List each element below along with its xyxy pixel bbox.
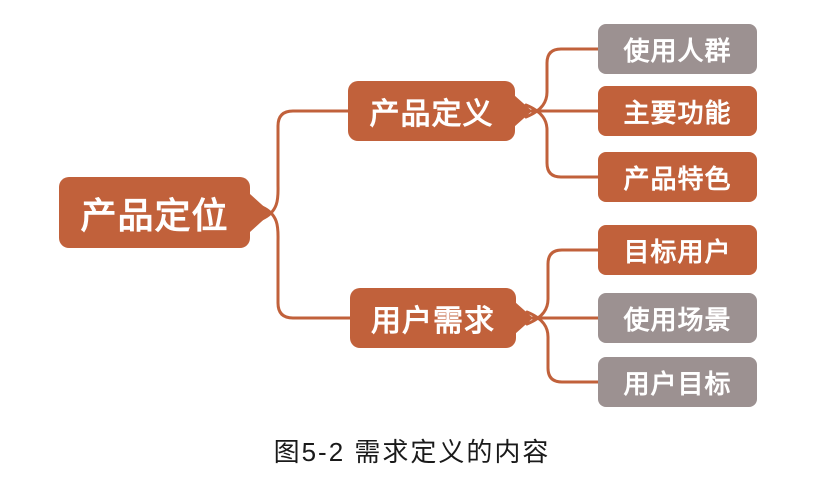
connector-branch2-to-sub4 xyxy=(525,248,600,326)
node-target-users: 目标用户 xyxy=(598,225,757,275)
connector-branch1-to-sub3 xyxy=(524,103,600,179)
node-user-needs: 用户需求 xyxy=(350,288,516,348)
branch1-node-tip xyxy=(514,95,532,127)
node-usage-scenarios: 使用场景 xyxy=(598,293,757,343)
node-product-positioning: 产品定位 xyxy=(59,177,250,248)
connector-root-to-branch2 xyxy=(260,205,352,320)
node-label: 使用场景 xyxy=(623,304,732,335)
node-label: 主要功能 xyxy=(623,97,732,128)
node-product-features: 产品特色 xyxy=(598,152,757,202)
node-label: 使用人群 xyxy=(623,35,732,66)
node-label: 产品定义 xyxy=(369,98,494,131)
root-node-tip xyxy=(250,194,271,232)
node-label: 目标用户 xyxy=(623,236,732,267)
connector-branch2-to-sub6 xyxy=(525,310,600,384)
node-main-functions: 主要功能 xyxy=(598,86,757,136)
node-label: 用户需求 xyxy=(371,305,495,338)
node-product-definition: 产品定义 xyxy=(348,81,515,141)
node-user-groups: 使用人群 xyxy=(598,24,757,74)
node-label: 用户目标 xyxy=(623,368,732,399)
branch2-node-tip xyxy=(515,302,533,334)
node-label: 产品特色 xyxy=(623,163,732,194)
connector-branch1-to-sub1 xyxy=(524,47,600,119)
connector-root-to-branch1 xyxy=(260,109,350,221)
node-user-goals: 用户目标 xyxy=(598,357,757,407)
node-label: 产品定位 xyxy=(80,194,229,236)
figure-caption: 图5-2 需求定义的内容 xyxy=(273,437,551,467)
